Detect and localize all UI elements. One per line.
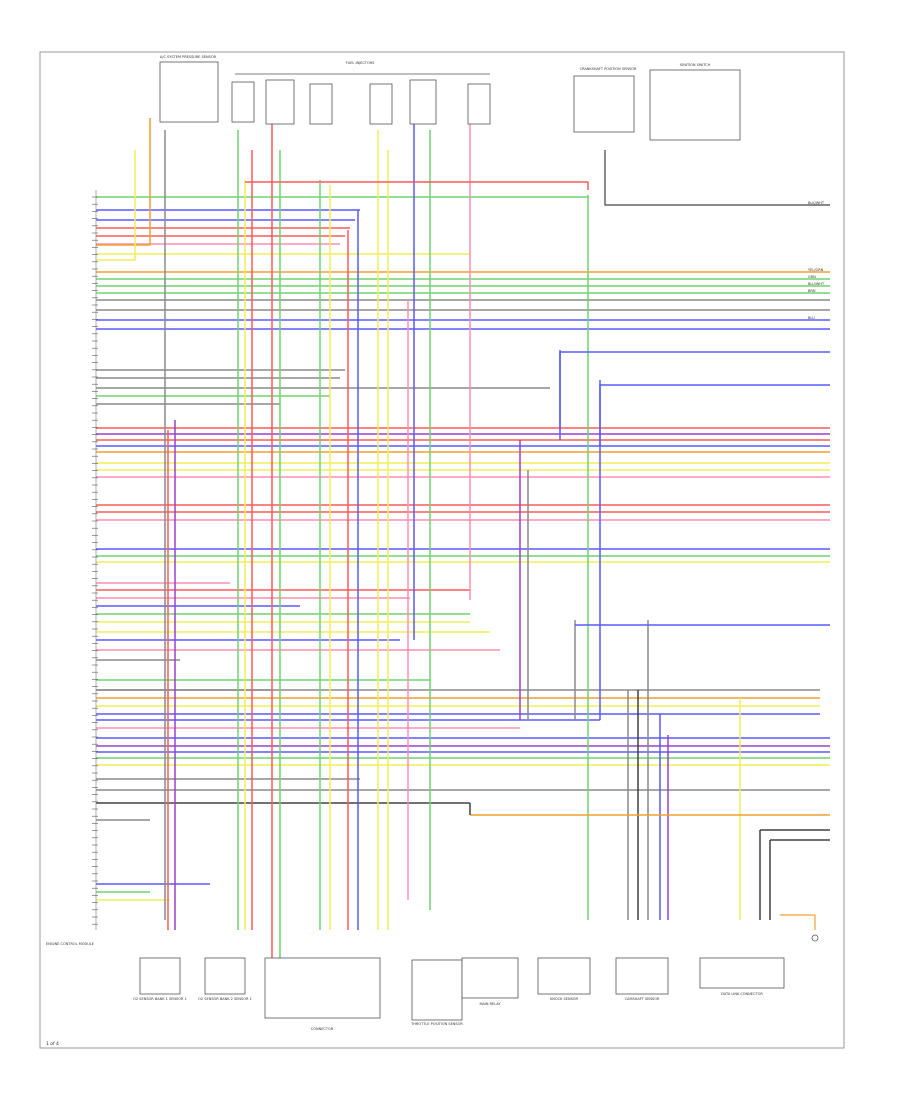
bottom-component-2 bbox=[264, 957, 381, 1019]
top-component-7 bbox=[573, 75, 635, 133]
right-wire-label: BLK/WHT bbox=[808, 201, 825, 205]
top-component-6 bbox=[467, 83, 491, 125]
wire-dark bbox=[604, 150, 830, 206]
bottom-component-0 bbox=[139, 957, 181, 995]
right-wire-label: YEL/GRN bbox=[808, 268, 824, 272]
top-component-5 bbox=[409, 79, 437, 125]
bottom-component-1 bbox=[204, 957, 246, 995]
ecm-label: ENGINE CONTROL MODULE bbox=[46, 942, 94, 946]
wire-orange bbox=[96, 118, 151, 246]
bottom-component-label: THROTTLE POSITION SENSOR bbox=[410, 1022, 463, 1026]
page-label: 1 of 4 bbox=[46, 1041, 59, 1047]
top-component-label: A/C SYSTEM PRESSURE SENSOR bbox=[160, 55, 217, 59]
wire-orange bbox=[780, 914, 816, 930]
top-component-2 bbox=[265, 79, 295, 125]
bottom-component-label: CONNECTOR bbox=[311, 1027, 334, 1031]
bottom-component-label: DATA LINK CONNECTOR bbox=[721, 992, 763, 996]
bottom-component-label: O2 SENSOR BANK 2 SENSOR 1 bbox=[198, 997, 252, 1001]
top-component-label: FUEL INJECTORS bbox=[346, 61, 376, 65]
ecm-connector-pins bbox=[92, 190, 98, 930]
right-wire-label: BRN bbox=[808, 289, 816, 293]
top-component-8 bbox=[649, 69, 741, 141]
diagram-frame bbox=[39, 51, 845, 1049]
bottom-component-label: CAMSHAFT SENSOR bbox=[625, 997, 660, 1001]
bottom-component-3 bbox=[411, 959, 463, 1021]
bottom-component-label: MAIN RELAY bbox=[479, 1002, 501, 1006]
bottom-component-label: O2 SENSOR BANK 1 SENSOR 1 bbox=[133, 997, 187, 1001]
bottom-component-6 bbox=[615, 957, 669, 995]
top-component-4 bbox=[369, 83, 393, 125]
bottom-component-label: KNOCK SENSOR bbox=[550, 997, 579, 1001]
right-wire-label: GRN bbox=[808, 275, 816, 279]
wire-red bbox=[245, 181, 589, 190]
ground-terminal bbox=[811, 934, 819, 942]
bottom-component-7 bbox=[699, 957, 785, 989]
wire-blue bbox=[559, 351, 830, 440]
top-component-1 bbox=[231, 81, 255, 123]
top-component-label: IGNITION SWITCH bbox=[680, 63, 711, 67]
bottom-component-4 bbox=[461, 957, 519, 999]
right-wire-label: BLU bbox=[808, 316, 815, 320]
top-component-label: CRANKSHAFT POSITION SENSOR bbox=[580, 67, 637, 71]
wire-yellow bbox=[96, 150, 136, 261]
right-wire-label: BLU/WHT bbox=[808, 282, 825, 286]
wire-blue bbox=[599, 384, 830, 446]
bottom-component-5 bbox=[537, 957, 591, 995]
wires bbox=[96, 100, 830, 960]
components: A/C SYSTEM PRESSURE SENSOR FUEL INJECTORS… bbox=[133, 55, 825, 1031]
top-component-0 bbox=[159, 61, 219, 123]
top-component-3 bbox=[309, 83, 333, 125]
